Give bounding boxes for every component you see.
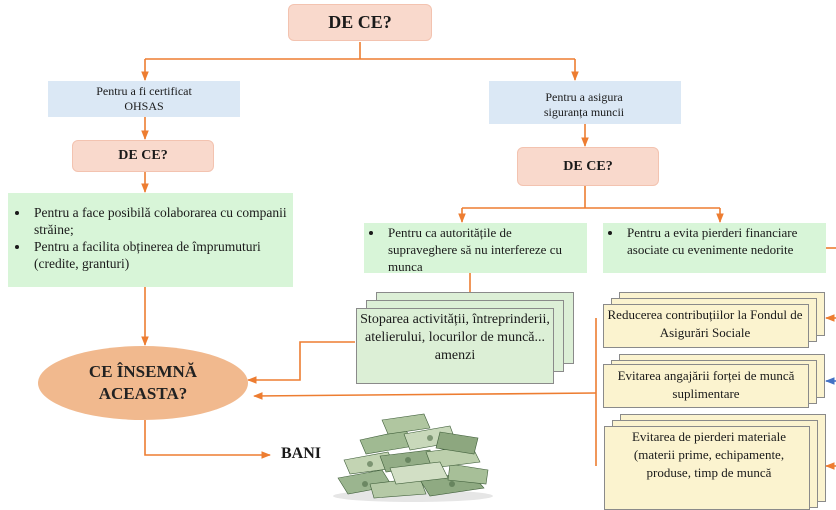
left-benefits-box: Pentru a face posibilă colaborarea cu co… <box>8 193 293 287</box>
authorities-list: Pentru ca autoritățile de supraveghere s… <box>364 224 583 275</box>
banknote <box>389 461 449 485</box>
top-question-box: DE CE? <box>288 4 432 41</box>
banknote <box>381 413 431 435</box>
authorities-box: Pentru ca autoritățile de supraveghere s… <box>364 223 587 275</box>
banknote-seal <box>449 481 455 487</box>
saving-3-text: Evitarea de pierderi materiale (materii … <box>631 429 787 480</box>
left-benefit-item: Pentru a facilita obținerea de împrumutu… <box>30 238 287 272</box>
banknote <box>447 463 489 485</box>
meaning-text: CE ÎNSEMNĂ ACEASTA? <box>88 362 198 403</box>
right-reason-box: Pentru a asigura siguranța muncii <box>489 81 681 124</box>
losses-box: Pentru a evita pierderi financiare asoci… <box>603 223 826 273</box>
banknote <box>435 431 479 455</box>
banknote-seal <box>427 435 433 441</box>
connector-savings-to-ellipse <box>253 392 597 400</box>
left-question-text: DE CE? <box>118 148 168 163</box>
saving-2-doc-front <box>603 364 809 408</box>
sanctions-doc-front <box>356 308 554 384</box>
left-reason-text: Pentru a fi certificat OHSAS <box>96 84 192 113</box>
banknote-seal <box>362 481 368 487</box>
top-question-text: DE CE? <box>328 12 392 32</box>
banknote-seal <box>367 461 373 467</box>
left-question-box: DE CE? <box>72 140 214 172</box>
right-question-box: DE CE? <box>517 147 659 186</box>
money-pile-illustration <box>333 413 493 502</box>
losses-list: Pentru a evita pierderi financiare asoci… <box>603 224 822 258</box>
connector-sanctions-ellipse <box>247 341 355 384</box>
losses-item: Pentru a evita pierderi financiare asoci… <box>623 224 822 258</box>
saving-2-text: Evitarea angajării forței de muncă supli… <box>617 368 795 401</box>
saving-1-doc-front <box>603 304 809 348</box>
sanctions-text: Stoparea activității, întreprinderii, at… <box>360 312 550 363</box>
left-benefits-list: Pentru a face posibilă colaborarea cu co… <box>8 204 287 272</box>
connector-ellipse-bani <box>144 420 271 459</box>
left-benefit-item: Pentru a face posibilă colaborarea cu co… <box>30 204 287 238</box>
meaning-ellipse: CE ÎNSEMNĂ ACEASTA? <box>38 346 248 420</box>
banknote-seal <box>405 457 411 463</box>
authorities-item: Pentru ca autoritățile de supraveghere s… <box>384 224 583 275</box>
left-reason-box: Pentru a fi certificat OHSAS <box>48 81 240 117</box>
saving-1-text: Reducerea contribuțiilor la Fondul de As… <box>607 307 803 340</box>
result-label: BANI <box>281 445 322 462</box>
right-reason-text: Pentru a asigura siguranța muncii <box>543 89 625 119</box>
right-question-text: DE CE? <box>563 158 613 174</box>
